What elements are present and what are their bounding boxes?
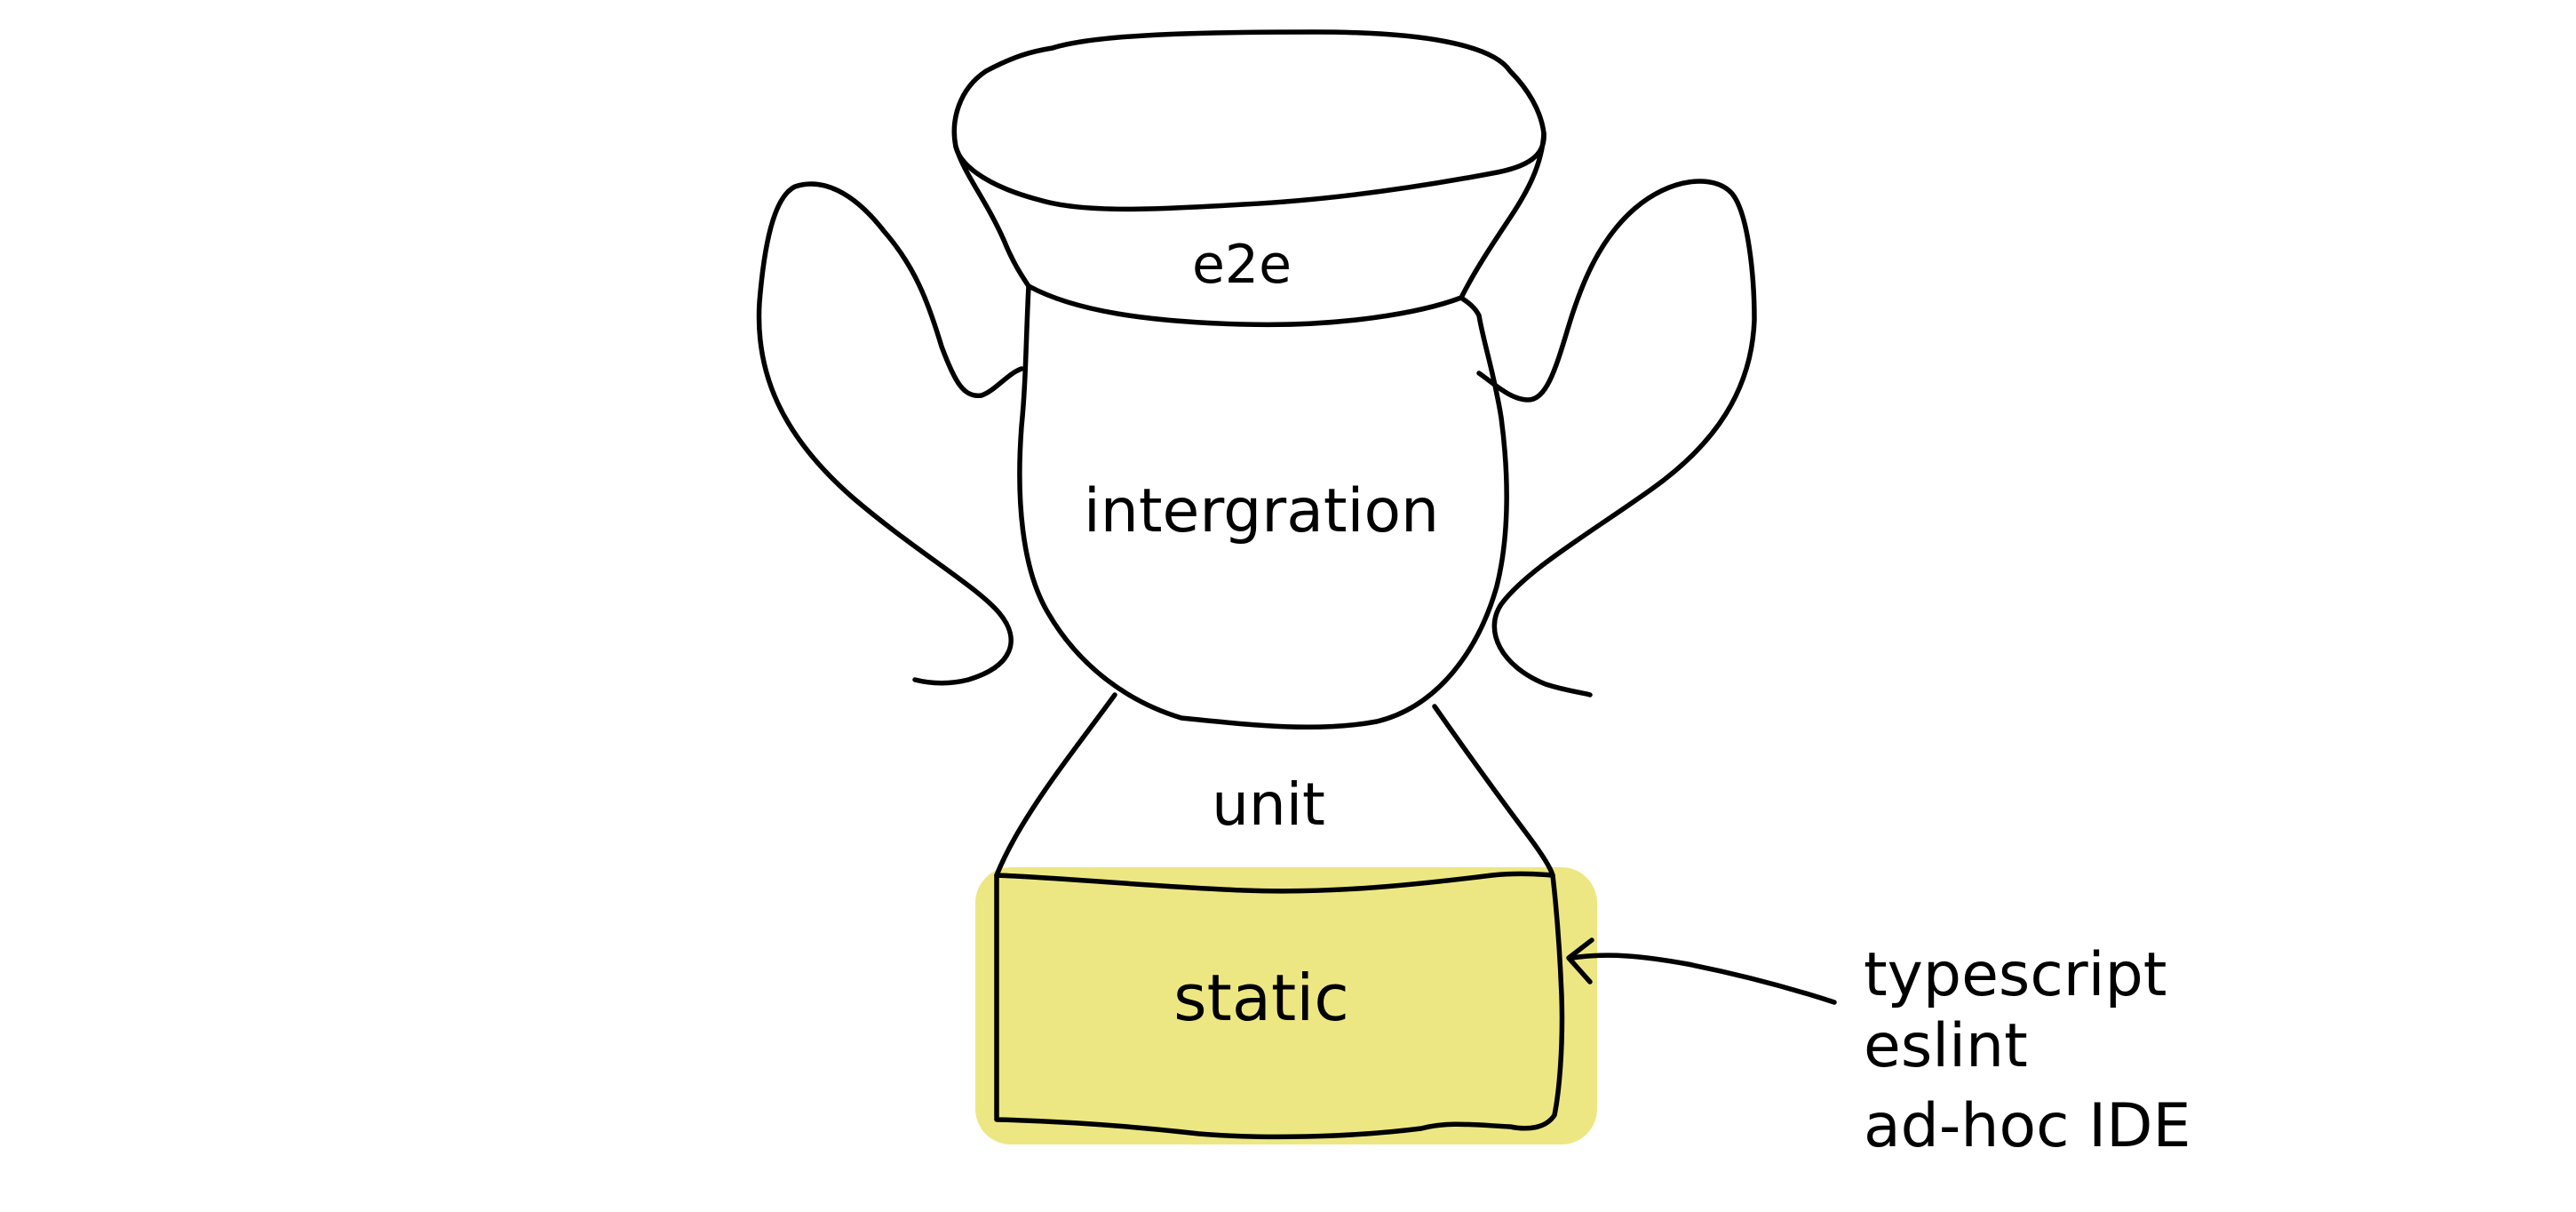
trophy-e2e-collar: [953, 144, 1031, 289]
trophy-handle-left: [756, 181, 1024, 686]
trophy-e2e-collar-right: [1459, 131, 1546, 300]
trophy-base: [994, 871, 1565, 1140]
trophy-e2e-bottom: [1026, 283, 1464, 328]
annotation-line-3: ad-hoc IDE: [1864, 1091, 2190, 1161]
label-static: static: [1173, 961, 1349, 1035]
annotation-arrow-head: [1566, 937, 1594, 985]
annotation-arrow-line: [1570, 953, 1837, 1005]
label-unit: unit: [1212, 770, 1325, 839]
trophy-handle-right: [1476, 179, 1757, 698]
trophy-rim: [951, 29, 1546, 212]
trophy-stem-left: [994, 692, 1117, 878]
annotation-line-2: eslint: [1864, 1011, 2028, 1081]
static-highlight: [975, 867, 1597, 1144]
label-integration: intergration: [1084, 476, 1439, 546]
label-e2e: e2e: [1192, 234, 1292, 296]
annotation-line-1: typescript: [1864, 940, 2167, 1010]
trophy-stem-right: [1432, 704, 1555, 878]
trophy-bowl: [1017, 283, 1509, 730]
